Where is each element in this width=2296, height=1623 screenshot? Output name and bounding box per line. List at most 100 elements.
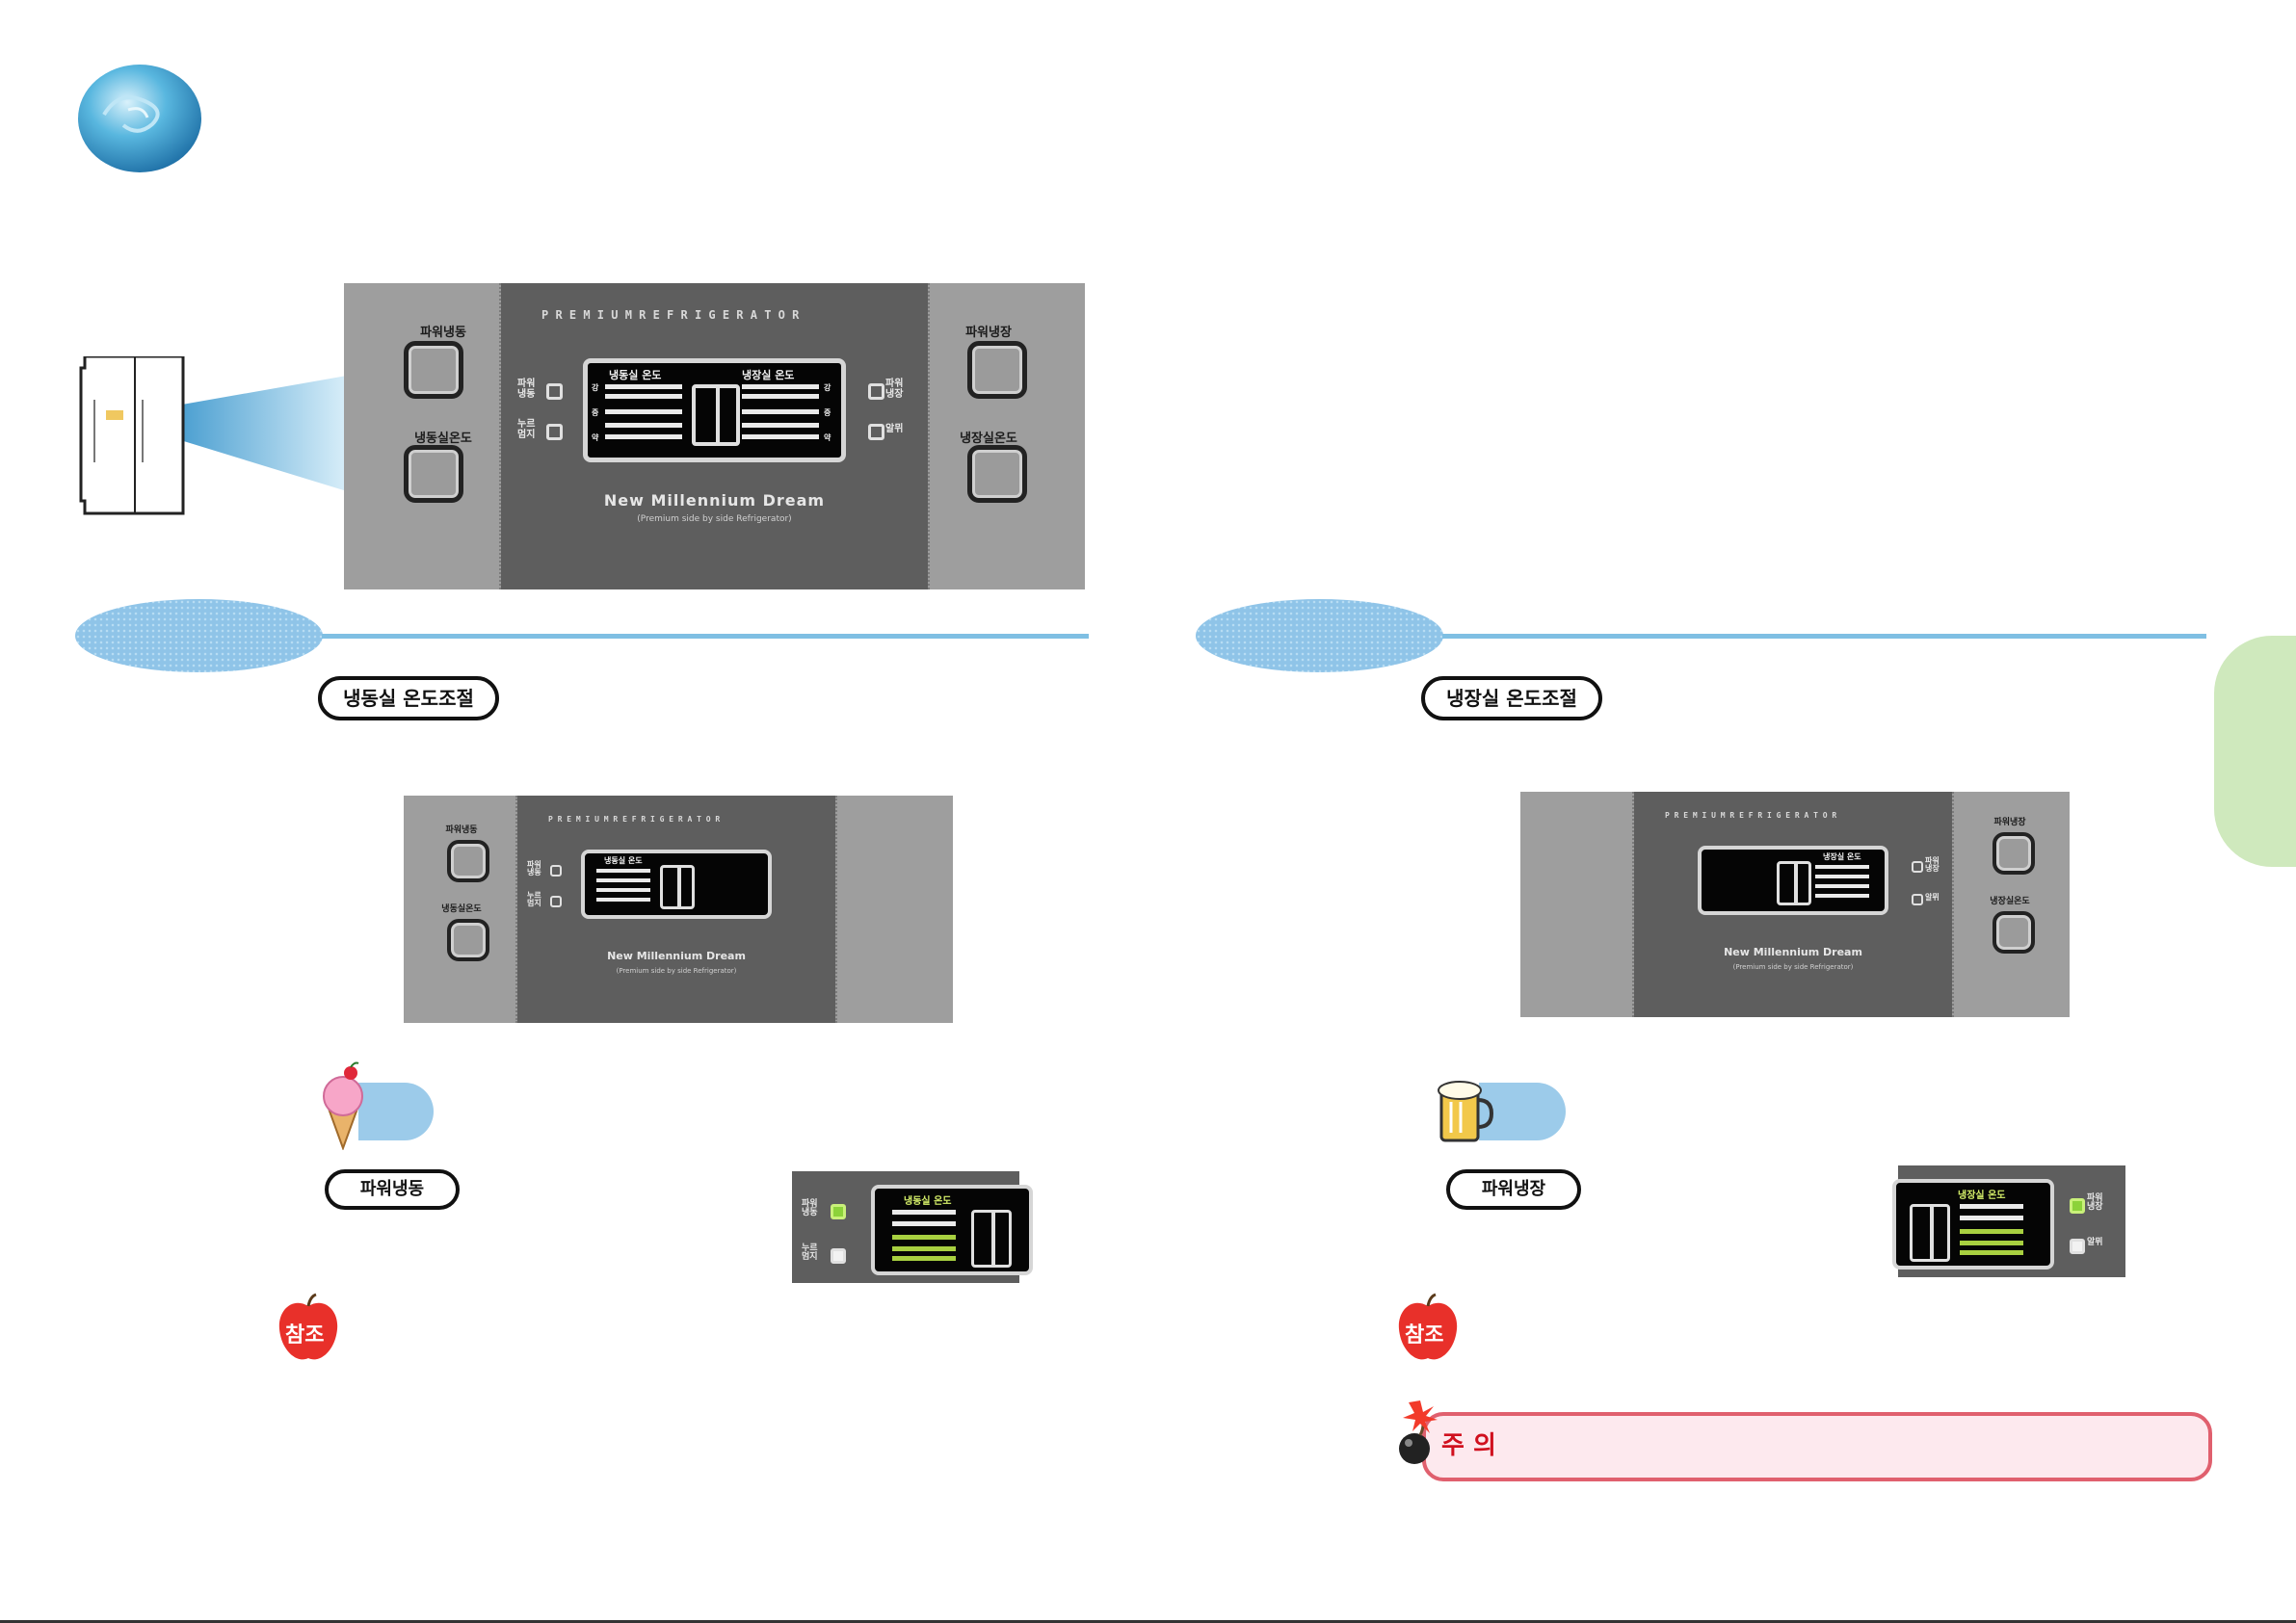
- pr-ind-power-fridge: [2070, 1198, 2085, 1214]
- freezer-level-bar: [605, 423, 682, 428]
- mini-brand: P R E M I U M R E F R I G E R A T O R: [548, 815, 721, 824]
- power-freeze-badge: 파워냉동: [325, 1169, 460, 1210]
- mini-fridge-temp-label: 냉장실온도: [1990, 897, 2030, 906]
- pf-bar-green: [892, 1246, 956, 1251]
- indicator-power-freeze: [546, 383, 563, 400]
- mini-freezer-display-title: 냉동실 온도: [604, 856, 643, 865]
- mini-power-freeze-button[interactable]: [447, 840, 489, 882]
- fridge-temp-control-badge: 냉장실 온도조절: [1421, 676, 1602, 720]
- note-icon-label: 참조: [285, 1323, 325, 1348]
- pf-door-symbol: [971, 1210, 1012, 1268]
- temperature-display: 냉동실 온도 냉장실 온도 강 중 약 강 중 약: [583, 358, 846, 462]
- mini-freezer-temp-button[interactable]: [447, 919, 489, 961]
- fridge-icon: [79, 354, 349, 515]
- mini-ind-power-freeze: [550, 865, 562, 877]
- fridge-level-bar: [742, 394, 819, 399]
- pr-door-symbol: [1910, 1204, 1950, 1262]
- power-freeze-display-illustration: 파워 냉동 누르 멈지 냉동실 온도: [792, 1171, 1033, 1283]
- freezer-level-bar: [605, 394, 682, 399]
- fridge-temp-button[interactable]: [967, 445, 1027, 503]
- mini-subtag: (Premium side by side Refrigerator): [616, 967, 737, 975]
- mini-freezer-bar: [596, 898, 650, 902]
- mini2-ind-alarm: [1912, 894, 1923, 905]
- power-freeze-label: 파워냉동: [420, 326, 466, 340]
- pf-ind-child-lock: [831, 1248, 846, 1264]
- section-header-line-right: [1442, 634, 2206, 639]
- freezer-level-high: 강: [592, 383, 599, 392]
- panel-subtagline: (Premium side by side Refrigerator): [637, 514, 792, 524]
- panel-tagline: New Millennium Dream: [603, 491, 826, 510]
- indicator-child-lock: [546, 424, 563, 440]
- fridge-level-bar: [742, 409, 819, 414]
- indicator-power-fridge: [868, 383, 884, 400]
- pr-bar-green: [1960, 1229, 2023, 1234]
- fridge-level-mid: 중: [824, 408, 831, 417]
- mini2-ind-power-fridge: [1912, 861, 1923, 873]
- mini-fridge-temp-button[interactable]: [1993, 911, 2035, 954]
- section-header-pill-left: [75, 599, 323, 672]
- freezer-temp-label: 냉동실온도: [414, 432, 472, 446]
- mini-fridge-bar: [1815, 894, 1869, 898]
- main-control-panel: 파워냉동 냉동실온도 P R E M I U M R E F R I G E R…: [344, 283, 1085, 589]
- pf-ind-label: 파워 냉동: [802, 1199, 818, 1218]
- section-header-pill-right: [1196, 599, 1443, 672]
- mini-freezer-bar: [596, 888, 650, 892]
- fridge-panel-illustration: P R E M I U M R E F R I G E R A T O R 냉장…: [1520, 792, 2070, 1017]
- pr-bar-green: [1960, 1250, 2023, 1255]
- indicator-label-child-lock: 누르 멈지: [517, 419, 536, 440]
- bomb-icon: [1391, 1399, 1445, 1468]
- mini-freezer-display: 냉동실 온도: [581, 850, 772, 919]
- pr-ind-label-alarm: 알뮈: [2087, 1238, 2103, 1247]
- page-bottom-rule: [0, 1620, 2296, 1623]
- mini-fridge-bar: [1815, 865, 1869, 869]
- mini-power-fridge-button[interactable]: [1993, 832, 2035, 875]
- apple-note-icon: 참조: [274, 1293, 343, 1366]
- mini2-door-symbol: [1777, 861, 1811, 905]
- fridge-level-bar: [742, 423, 819, 428]
- pf-bar-green: [892, 1235, 956, 1240]
- mini-door-symbol: [660, 865, 695, 909]
- pr-bar-green: [1960, 1241, 2023, 1245]
- apple-note-icon: 참조: [1393, 1293, 1463, 1366]
- mini2-tagline: New Millennium Dream: [1724, 946, 1862, 958]
- chapter-side-tab[interactable]: [2214, 636, 2296, 867]
- mini-freezer-bar: [596, 878, 650, 882]
- freezer-temp-button[interactable]: [404, 445, 463, 503]
- power-freeze-button[interactable]: [404, 341, 463, 399]
- freezer-level-bar: [605, 409, 682, 414]
- fridge-temp-label: 냉장실온도: [960, 432, 1017, 446]
- caution-label: 주 의: [1441, 1431, 1496, 1460]
- door-symbol: [692, 384, 740, 446]
- pr-ind-alarm: [2070, 1239, 2085, 1254]
- pf-ind-lock-label: 누르 멈지: [802, 1243, 818, 1263]
- mini-ind-child-lock: [550, 896, 562, 907]
- caution-box: [1422, 1412, 2212, 1481]
- fridge-level-bar: [742, 434, 819, 439]
- mini-freezer-temp-label: 냉동실온도: [441, 904, 482, 914]
- power-fridge-tip-pill: [1479, 1083, 1566, 1140]
- mini-tagline: New Millennium Dream: [607, 950, 746, 962]
- mini-power-freeze-label: 파워냉동: [445, 825, 478, 835]
- pf-display-title: 냉동실 온도: [904, 1196, 952, 1207]
- ice-cream-icon: [314, 1061, 372, 1151]
- fridge-level-bar: [742, 384, 819, 389]
- freezer-level-bar: [605, 434, 682, 439]
- mini2-ind-label-alarm: 알뮈: [1925, 893, 1940, 902]
- mini2-brand: P R E M I U M R E F R I G E R A T O R: [1665, 811, 1837, 820]
- section-header-line-left: [322, 634, 1089, 639]
- mini-fridge-bar: [1815, 875, 1869, 878]
- power-fridge-display-illustration: 냉장실 온도 파워 냉장 알뮈: [1892, 1165, 2125, 1277]
- pf-ind-power-freeze: [831, 1204, 846, 1219]
- mini-ind-label-power-freeze: 파워 냉동: [527, 860, 541, 877]
- indicator-label-power-fridge: 파워 냉장: [885, 379, 904, 400]
- freezer-level-mid: 중: [592, 408, 599, 417]
- mini2-subtag: (Premium side by side Refrigerator): [1732, 963, 1854, 971]
- pr-ind-label-power-fridge: 파워 냉장: [2087, 1193, 2103, 1213]
- freezer-level-low: 약: [592, 433, 599, 442]
- power-fridge-button[interactable]: [967, 341, 1027, 399]
- indicator-alarm: [868, 424, 884, 440]
- indicator-label-alarm: 알뮈: [885, 424, 904, 434]
- pr-bar: [1960, 1204, 2023, 1209]
- indicator-label-power-freeze: 파워 냉동: [517, 379, 536, 400]
- pf-bar-green: [892, 1256, 956, 1261]
